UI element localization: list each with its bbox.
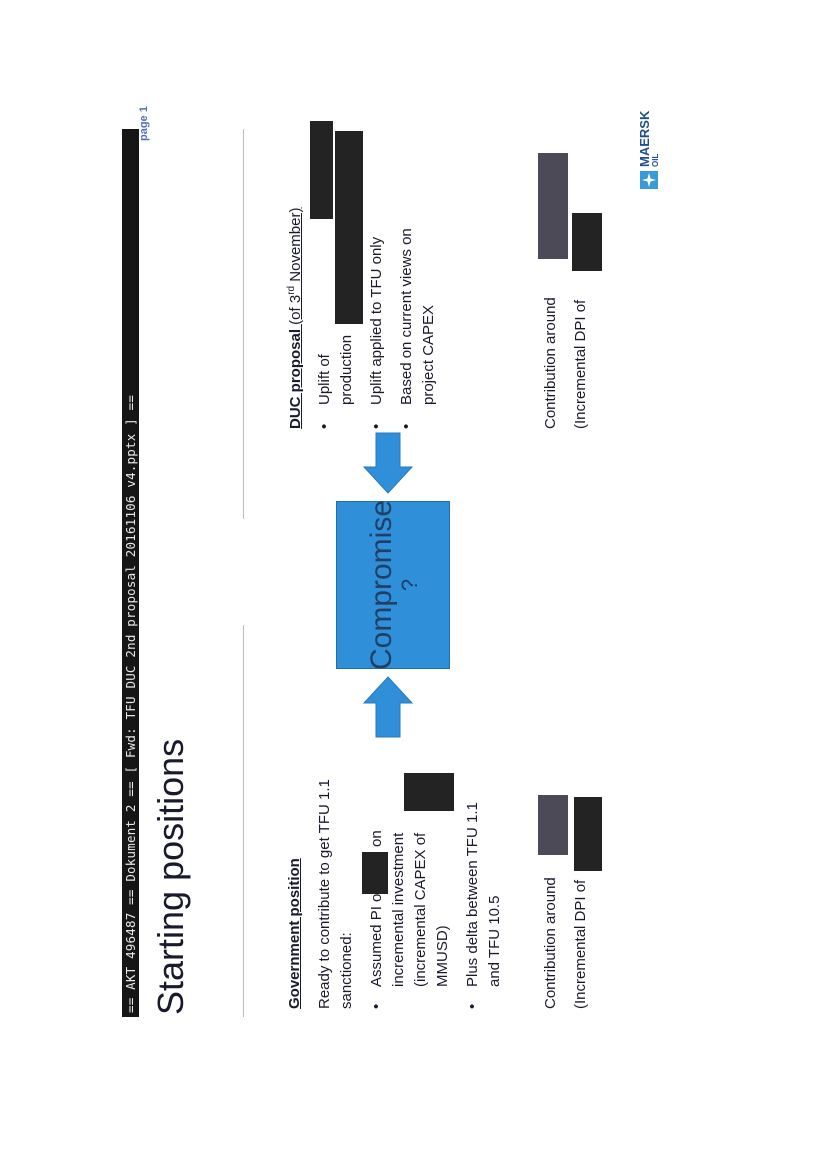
duc-bullet3-text: Based on current views on project CAPEX bbox=[398, 228, 437, 405]
logo-sub: OIL bbox=[651, 153, 660, 167]
duc-bullet1-b: production bbox=[338, 334, 355, 405]
maersk-star-icon bbox=[640, 171, 658, 189]
divider-left bbox=[243, 625, 244, 1017]
duc-heading-main: DUC proposal bbox=[287, 328, 304, 429]
redaction-block bbox=[362, 852, 388, 894]
bullet-dot: • bbox=[464, 1003, 481, 1009]
page-label: page 1 bbox=[138, 106, 150, 141]
duc-heading-suffix-post: November) bbox=[287, 207, 304, 286]
divider-right bbox=[243, 129, 244, 519]
compromise-box: Compromise ? bbox=[336, 499, 450, 671]
duc-bullet2-text: Uplift applied to TFU only bbox=[368, 236, 385, 405]
government-bullet-2: • Plus delta between TFU 1.1 and TFU 10.… bbox=[462, 779, 506, 1009]
government-dpi: (Incremental DPI of bbox=[572, 879, 589, 1009]
gov-bullet1-b: on bbox=[368, 830, 385, 847]
document-header-bar: == AKT 496487 == Dokument 2 == [ Fwd: TF… bbox=[122, 129, 139, 1017]
redaction-block bbox=[404, 773, 454, 811]
gov-bullet1-c: incremental investment bbox=[390, 832, 407, 987]
slide-title: Starting positions bbox=[150, 738, 191, 1015]
duc-heading-suffix-pre: (of 3 bbox=[287, 294, 304, 325]
government-bullet-1: • Assumed PI of on incremental investmen… bbox=[362, 769, 456, 1009]
gov-bullet1-e: MMUSD) bbox=[434, 925, 451, 987]
gov-bullet1-d: (incremental CAPEX of bbox=[412, 832, 429, 987]
gov-bullet1-a: Assumed PI of bbox=[368, 889, 385, 987]
government-contribution: Contribution around bbox=[542, 877, 559, 1009]
duc-bullet1-a: Uplift of bbox=[316, 354, 333, 405]
government-intro: Ready to contribute to get TFU 1.1 sanct… bbox=[316, 779, 355, 1009]
redaction-block bbox=[572, 213, 602, 271]
bullet-dot: • bbox=[368, 1003, 385, 1009]
duc-bullet-1: • Uplift of production bbox=[314, 179, 358, 429]
left-arrow-icon bbox=[362, 432, 414, 494]
government-heading: Government position bbox=[286, 858, 303, 1009]
redaction-block bbox=[538, 795, 568, 855]
duc-bullet-2: • Uplift applied to TFU only bbox=[366, 159, 388, 429]
duc-contribution: Contribution around bbox=[542, 297, 559, 429]
duc-heading: DUC proposal (of 3rd November) bbox=[286, 208, 304, 429]
right-arrow-icon bbox=[362, 676, 414, 738]
gov-bullet2-text: Plus delta between TFU 1.1 and TFU 10.5 bbox=[464, 802, 503, 987]
compromise-question: ? bbox=[397, 578, 422, 592]
bullet-dot: • bbox=[398, 423, 415, 429]
bullet-dot: • bbox=[316, 423, 333, 429]
logo-brand: MAERSK bbox=[637, 110, 652, 167]
duc-bullet-3: • Based on current views on project CAPE… bbox=[396, 189, 440, 429]
duc-dpi: (Incremental DPI of bbox=[572, 299, 589, 429]
bullet-dot: • bbox=[368, 423, 385, 429]
maersk-logo: MAERSK OIL bbox=[637, 111, 660, 189]
redaction-block bbox=[574, 797, 602, 871]
compromise-label: Compromise bbox=[365, 499, 398, 671]
duc-heading-sup: rd bbox=[286, 285, 297, 295]
redaction-block bbox=[538, 153, 568, 259]
